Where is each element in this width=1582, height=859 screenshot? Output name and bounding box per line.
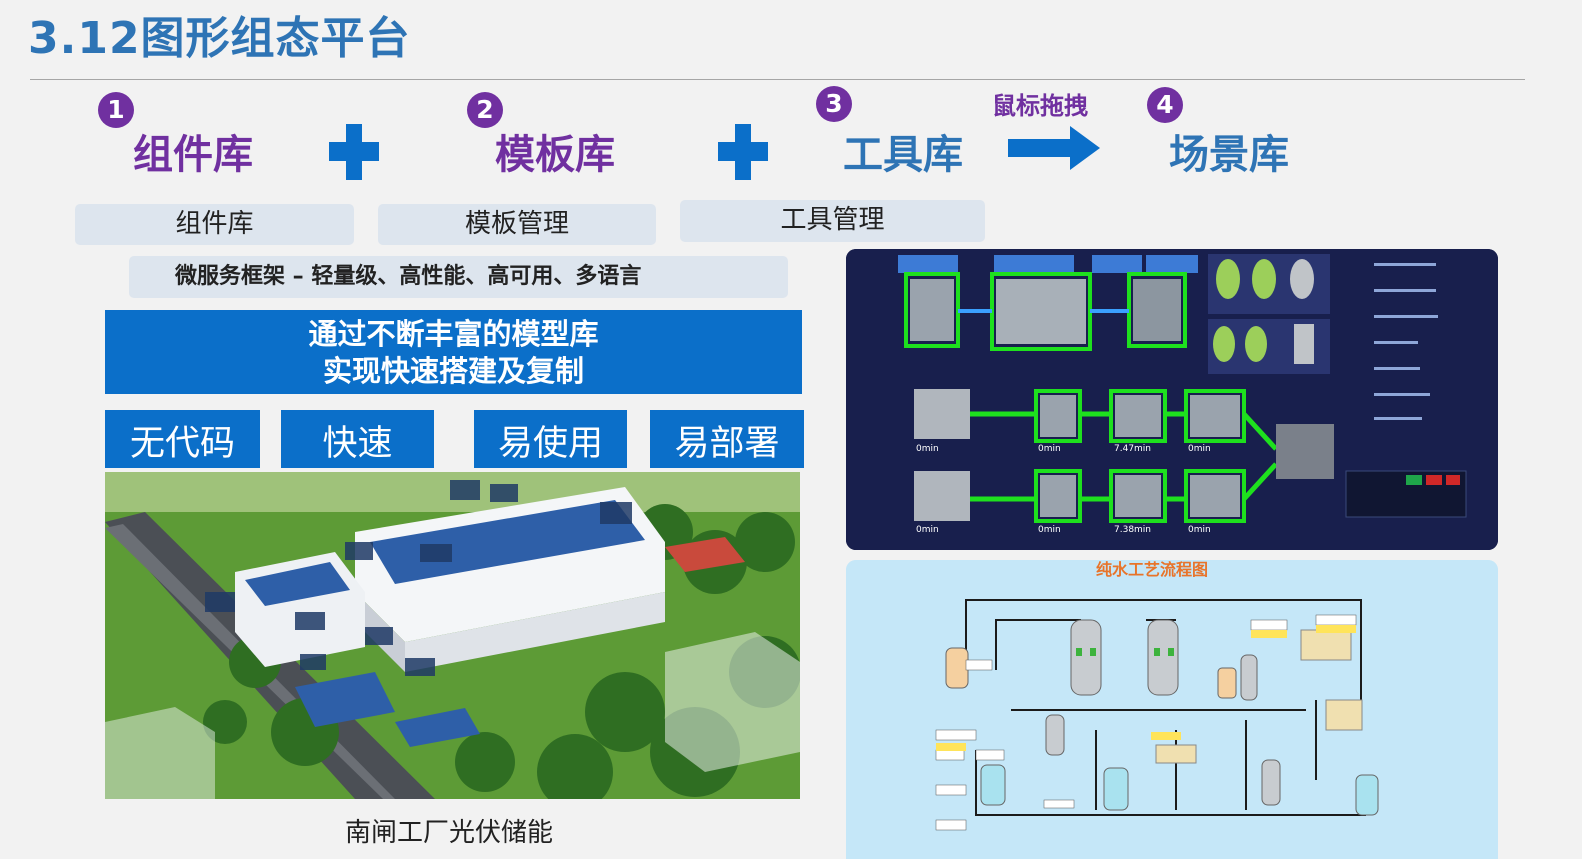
scada-dashboard-image: 0min 0min 7.47min 0min 0min 0min 7.38min… xyxy=(846,249,1498,550)
aerial-caption: 南闸工厂光伏储能 xyxy=(345,818,554,848)
feature-easy-deploy: 易部署 xyxy=(650,410,804,468)
model-library-message: 通过不断丰富的模型库 实现快速搭建及复制 xyxy=(105,310,802,394)
scada-time-7: 7.38min xyxy=(1114,525,1151,535)
plus-icon xyxy=(329,124,379,180)
step-4-badge: 4 xyxy=(1147,87,1183,123)
arrow-right-icon xyxy=(1008,126,1100,170)
title-divider xyxy=(30,79,1525,80)
step-template-library: 模板库 xyxy=(495,132,615,178)
scada-time-5: 0min xyxy=(916,525,939,535)
feature-easy-use: 易使用 xyxy=(474,410,627,468)
feature-fast: 快速 xyxy=(281,410,434,468)
scada-time-3: 7.47min xyxy=(1114,444,1151,454)
step-1-badge: 1 xyxy=(98,92,134,128)
template-management-pill: 模板管理 xyxy=(378,204,656,245)
scada-time-2: 0min xyxy=(1038,444,1061,454)
step-3-badge: 3 xyxy=(816,86,852,122)
scada-time-6: 0min xyxy=(1038,525,1061,535)
step-scene-library: 场景库 xyxy=(1169,132,1289,178)
scada-time-4: 0min xyxy=(1188,444,1211,454)
step-tool-library: 工具库 xyxy=(843,132,963,178)
step-2-badge: 2 xyxy=(467,92,503,128)
tool-management-pill: 工具管理 xyxy=(680,200,985,242)
message-line-1: 通过不断丰富的模型库 xyxy=(308,317,599,351)
page-title: 3.12图形组态平台 xyxy=(28,13,411,64)
step-component-library: 组件库 xyxy=(133,132,253,178)
scada-time-1: 0min xyxy=(916,444,939,454)
component-library-pill: 组件库 xyxy=(75,204,354,245)
feature-no-code: 无代码 xyxy=(105,410,260,468)
scada-time-8: 0min xyxy=(1188,525,1211,535)
pure-water-process-image: 纯水工艺流程图 xyxy=(846,560,1498,859)
drag-label: 鼠标拖拽 xyxy=(992,92,1088,120)
factory-aerial-image xyxy=(105,472,800,799)
plus-icon xyxy=(718,124,768,180)
microservice-framework-bar: 微服务框架 – 轻量级、高性能、高可用、多语言 xyxy=(129,256,788,298)
pure-water-title: 纯水工艺流程图 xyxy=(1096,560,1208,579)
message-line-2: 实现快速搭建及复制 xyxy=(322,354,584,388)
